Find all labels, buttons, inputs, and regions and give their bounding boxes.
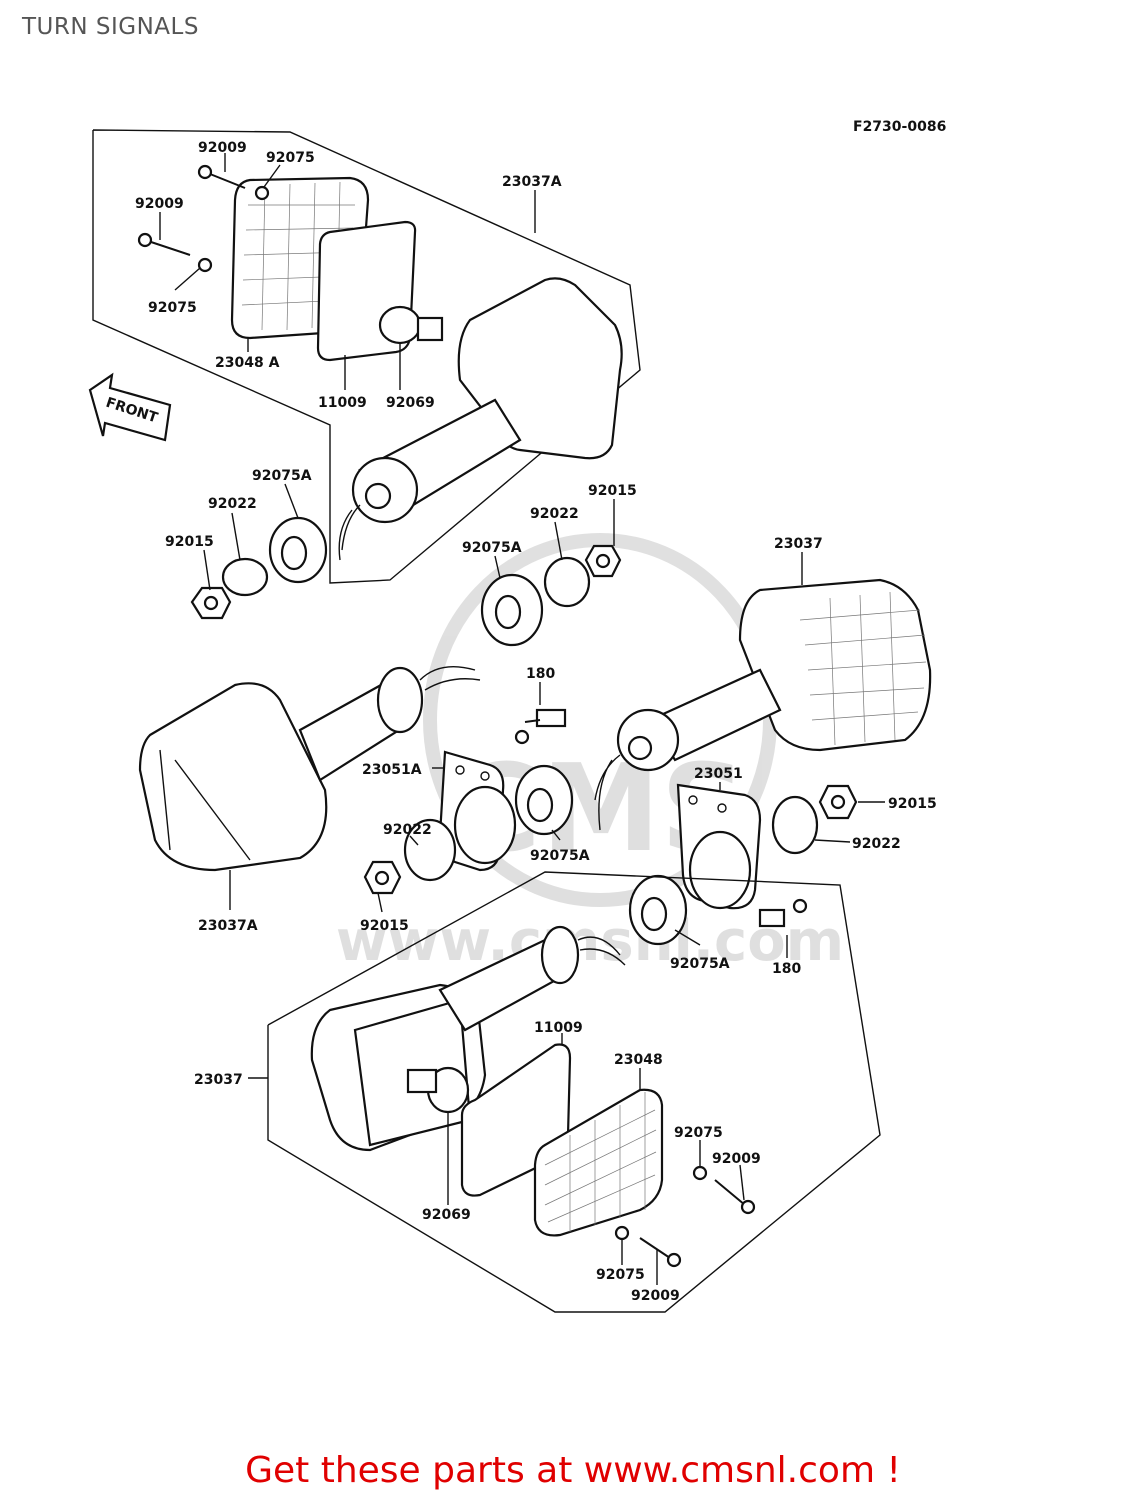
screw-92009-bottom-b	[639, 1237, 682, 1268]
bottom-assembly-boundary	[267, 871, 881, 1313]
label-92022: 92022	[208, 496, 257, 512]
bracket-23051	[676, 783, 762, 910]
footer-link-text[interactable]: Get these parts at www.cmsnl.com !	[245, 1450, 901, 1491]
label-92075: 92075	[596, 1267, 645, 1283]
label-23037: 23037	[194, 1072, 243, 1088]
label-23037: 23037	[774, 536, 823, 552]
washer-92022-center	[543, 556, 591, 608]
diagram-code: F2730-0086	[853, 119, 946, 135]
lens-23048	[533, 1088, 664, 1237]
label-23051A: 23051A	[362, 762, 422, 778]
screw-92009-top-b	[137, 232, 191, 256]
bolt-180-top	[514, 708, 567, 745]
label-92069: 92069	[422, 1207, 471, 1223]
washer-92075-top-b	[197, 257, 213, 273]
label-92009: 92009	[198, 140, 247, 156]
bulb-92069-top	[378, 305, 444, 345]
nut-92015-bottom-left	[363, 860, 402, 895]
label-92022: 92022	[852, 836, 901, 852]
top-assembly-boundary	[92, 129, 641, 584]
grommet-92075A-center	[480, 573, 544, 647]
label-92075: 92075	[266, 150, 315, 166]
label-11009: 11009	[318, 395, 367, 411]
label-92069: 92069	[386, 395, 435, 411]
washer-92075-bottom-a	[692, 1165, 708, 1181]
label-92009: 92009	[712, 1151, 761, 1167]
label-92022: 92022	[530, 506, 579, 522]
label-92075A: 92075A	[670, 956, 730, 972]
label-23048A: 23048 A	[215, 355, 280, 371]
housing-23037A-left	[138, 666, 481, 872]
label-92015: 92015	[888, 796, 937, 812]
label-92075: 92075	[674, 1125, 723, 1141]
label-11009: 11009	[534, 1020, 583, 1036]
label-92075: 92075	[148, 300, 197, 316]
page-title: TURN SIGNALS	[22, 14, 199, 40]
washer-92022-right	[771, 795, 819, 855]
screw-92009-top-a	[197, 164, 246, 189]
label-92015: 92015	[165, 534, 214, 550]
label-92075A: 92075A	[462, 540, 522, 556]
housing-23037-right	[594, 578, 932, 831]
label-92015: 92015	[360, 918, 409, 934]
label-92009: 92009	[135, 196, 184, 212]
washer-92022-bottom-left	[403, 818, 457, 882]
grommet-92075A-bottom-right	[628, 874, 688, 946]
washer-92075-top-a	[254, 185, 270, 201]
label-92075A: 92075A	[252, 468, 312, 484]
nut-92015-right	[818, 784, 858, 820]
label-23048: 23048	[614, 1052, 663, 1068]
grommet-92075A-bottom-center	[514, 764, 574, 836]
label-23037A: 23037A	[198, 918, 258, 934]
label-23051: 23051	[694, 766, 743, 782]
leader-lines	[159, 153, 885, 1285]
bracket-23051A	[438, 750, 517, 872]
washer-92022-left	[221, 557, 269, 597]
label-23037A: 23037A	[502, 174, 562, 190]
nut-92015-left	[190, 586, 232, 620]
bolt-180-bottom	[758, 898, 808, 928]
label-180: 180	[526, 666, 555, 682]
front-arrow: FRONT	[88, 372, 172, 442]
screw-92009-bottom-a	[714, 1179, 756, 1215]
nut-92015-center	[584, 544, 622, 578]
label-92022: 92022	[383, 822, 432, 838]
washer-92075-bottom-b	[614, 1225, 630, 1241]
grommet-92075A-left	[268, 516, 328, 584]
label-92075A: 92075A	[530, 848, 590, 864]
housing-23037A-top	[338, 277, 623, 561]
label-180: 180	[772, 961, 801, 977]
label-92009: 92009	[631, 1288, 680, 1304]
label-92015: 92015	[588, 483, 637, 499]
